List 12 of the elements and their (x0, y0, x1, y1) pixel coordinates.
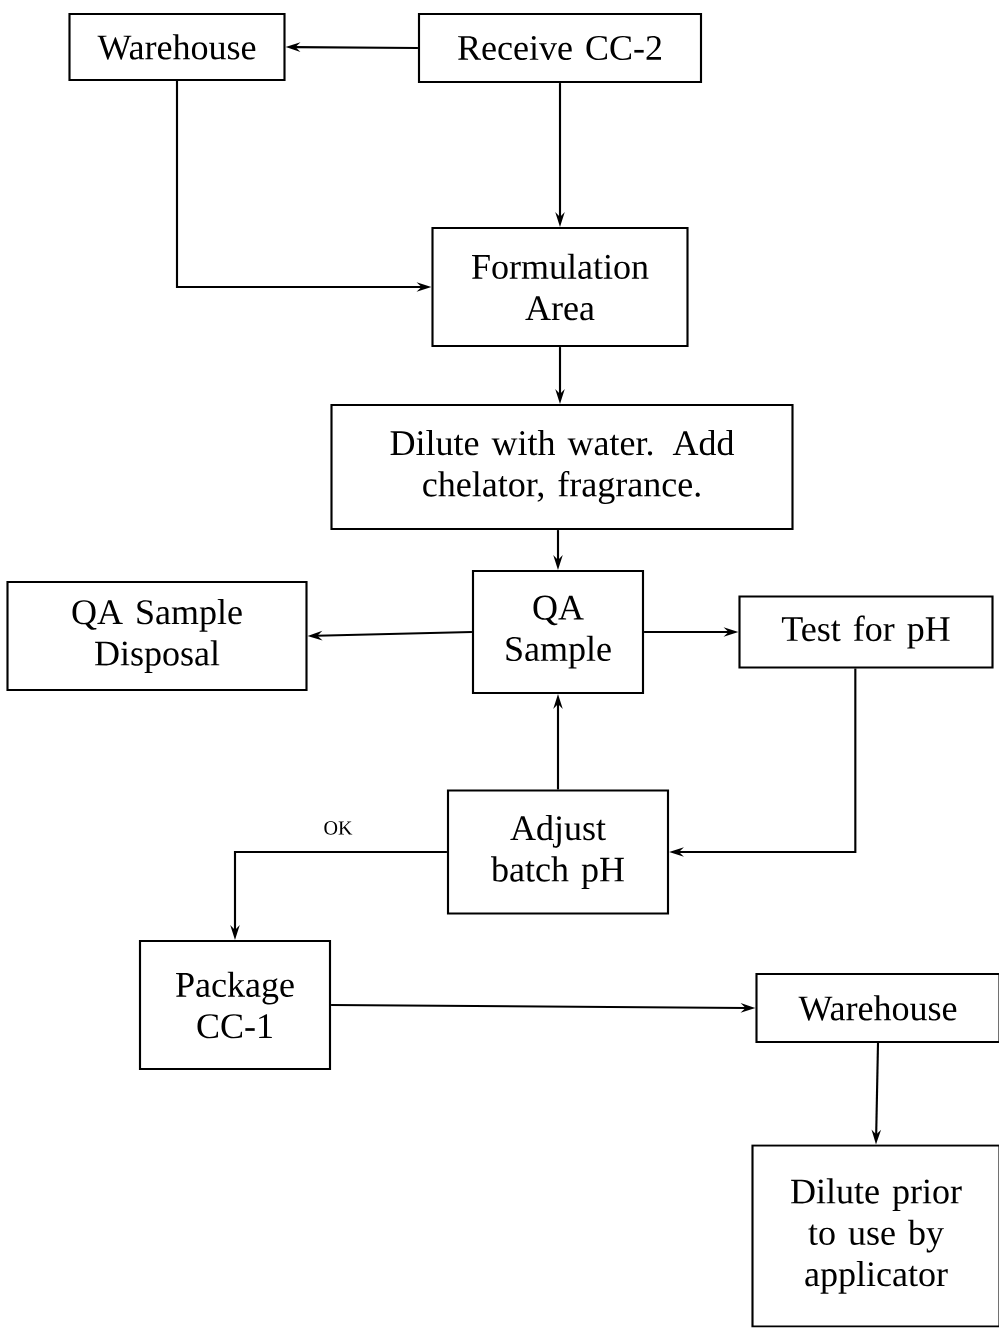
process-box: Adjust batch pH (446, 789, 670, 915)
process-box: QA Sample Disposal (6, 580, 308, 692)
process-box: Package CC-1 (138, 939, 332, 1071)
process-box: Warehouse (68, 12, 286, 82)
process-box: Dilute prior to use by applicator (751, 1144, 999, 1328)
process-box: Dilute with water. Add chelator, fragrance. (330, 403, 794, 531)
process-box: QA Sample (471, 569, 645, 695)
process-box: Warehouse (755, 972, 999, 1044)
process-box: Formulation Area (431, 226, 689, 348)
process-box: Test for pH (738, 595, 994, 669)
edge-label: OK (322, 819, 354, 837)
process-box: Receive CC-2 (417, 12, 703, 84)
